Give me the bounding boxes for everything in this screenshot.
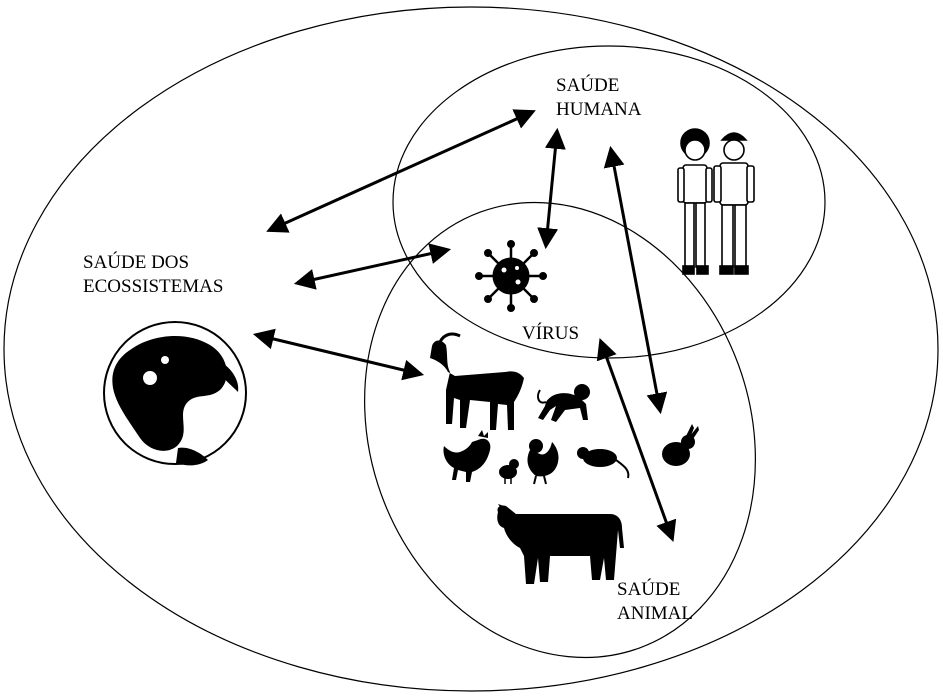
ecosystem-health-label-line1: SAÚDE DOS (83, 251, 223, 275)
arrow-human-virus (546, 132, 557, 245)
rabbit-icon (662, 424, 699, 466)
animal-health-label: SAÚDE ANIMAL (617, 578, 693, 626)
ecosystem-health-label-line2: ECOSSISTEMAS (83, 275, 223, 299)
globe-icon (104, 322, 246, 465)
virus-icon (476, 241, 547, 312)
arrow-globe-animals (257, 335, 420, 374)
arrow-human-animal (611, 150, 660, 410)
human-health-label-line2: HUMANA (556, 98, 642, 122)
animal-health-label-line1: SAÚDE (617, 578, 693, 602)
arrow-ecosystem-virus (298, 250, 447, 283)
human-health-label-line1: SAÚDE (556, 74, 642, 98)
ecosystem-health-label: SAÚDE DOS ECOSSISTEMAS (83, 251, 223, 299)
rooster-icon (443, 430, 490, 482)
virus-label: VÍRUS (522, 322, 579, 346)
people-icon (678, 129, 754, 274)
chick-icon (499, 459, 519, 484)
arrow-virus-animal (601, 342, 672, 538)
hen-icon (528, 439, 559, 484)
rat-icon (577, 447, 628, 478)
human-health-label: SAÚDE HUMANA (556, 74, 642, 122)
goat-icon (430, 334, 524, 430)
animal-health-label-line2: ANIMAL (617, 602, 693, 626)
virus-label-text: VÍRUS (522, 322, 579, 346)
arrow-ecosystem-human (270, 112, 532, 230)
cow-icon (497, 504, 624, 584)
monkey-icon (538, 384, 590, 422)
